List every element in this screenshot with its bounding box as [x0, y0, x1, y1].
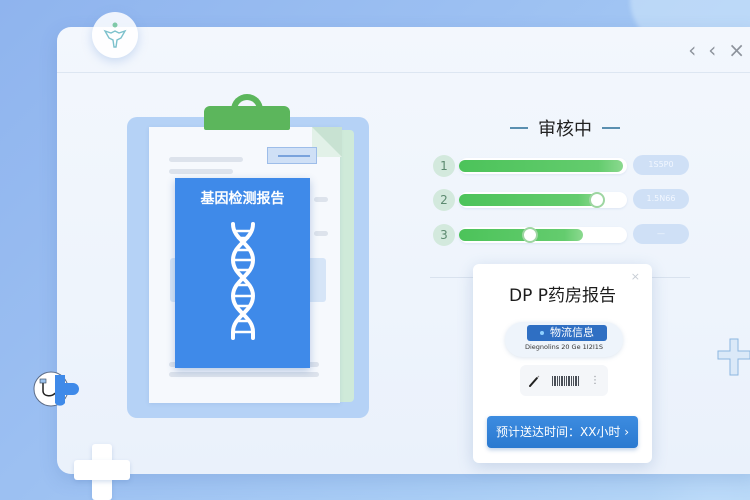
cross-decoration	[74, 444, 130, 500]
step-value-pill: —	[633, 224, 689, 244]
title-dash	[510, 127, 528, 129]
status-title: 审核中	[538, 119, 592, 140]
paper-tag	[267, 147, 317, 164]
paper-line	[314, 231, 328, 236]
clip-top	[204, 106, 290, 130]
logistics-info[interactable]: 物流信息 Diegnolins 20 Ge 1I2I1S	[505, 322, 623, 357]
back-icon[interactable]: ‹	[708, 38, 717, 62]
pharmacy-report-popup: × DP P药房报告 物流信息 Diegnolins 20 Ge 1I2I1S …	[473, 264, 652, 463]
close-icon[interactable]: ×	[630, 270, 640, 283]
progress-fill	[459, 229, 583, 241]
paper-line	[169, 169, 233, 174]
progress-track	[459, 192, 627, 208]
title-bar: ‹ ‹ ×	[57, 27, 750, 73]
paper-fold	[312, 127, 342, 157]
paper-line	[314, 197, 328, 202]
paper-line	[169, 157, 243, 162]
step-number: 2	[433, 189, 455, 211]
stethoscope-cross-icon	[33, 371, 79, 407]
step-value-pill: 1.5N66	[633, 189, 689, 209]
eta-button[interactable]: 预计送达时间：XX小时 ›	[487, 416, 638, 448]
window-controls: ‹ ‹ ×	[688, 39, 745, 61]
status-header: 审核中	[505, 116, 625, 140]
more-icon[interactable]: ⋮	[590, 374, 600, 386]
progress-handle[interactable]	[522, 227, 538, 243]
progress-handle[interactable]	[589, 192, 605, 208]
body-figure-icon	[103, 22, 127, 48]
paper-line	[169, 372, 319, 377]
medical-cross-icon	[717, 338, 750, 376]
popup-title: DP P药房报告	[509, 286, 616, 306]
barcode-icon	[551, 375, 579, 386]
back-icon[interactable]: ‹	[688, 38, 697, 62]
logistics-subtext: Diegnolins 20 Ge 1I2I1S	[524, 343, 604, 351]
close-icon[interactable]: ×	[728, 38, 745, 62]
logistics-label: 物流信息	[527, 325, 607, 341]
progress-fill	[459, 194, 599, 206]
dna-icon	[230, 222, 256, 340]
step-number: 3	[433, 224, 455, 246]
scanner-pen-icon	[529, 375, 540, 387]
progress-track	[459, 227, 627, 243]
background-decoration	[630, 470, 750, 500]
gene-report-card[interactable]: 基因检测报告	[175, 178, 310, 368]
medical-badge	[92, 12, 138, 58]
progress-track	[459, 158, 627, 174]
step-number: 1	[433, 155, 455, 177]
report-title: 基因检测报告	[200, 191, 285, 207]
progress-fill	[459, 160, 623, 172]
title-dash	[602, 127, 620, 129]
step-value-pill: 1S5P0	[633, 155, 689, 175]
barcode-scan-row[interactable]: ⋮	[520, 365, 608, 396]
clip-ring	[231, 94, 263, 116]
